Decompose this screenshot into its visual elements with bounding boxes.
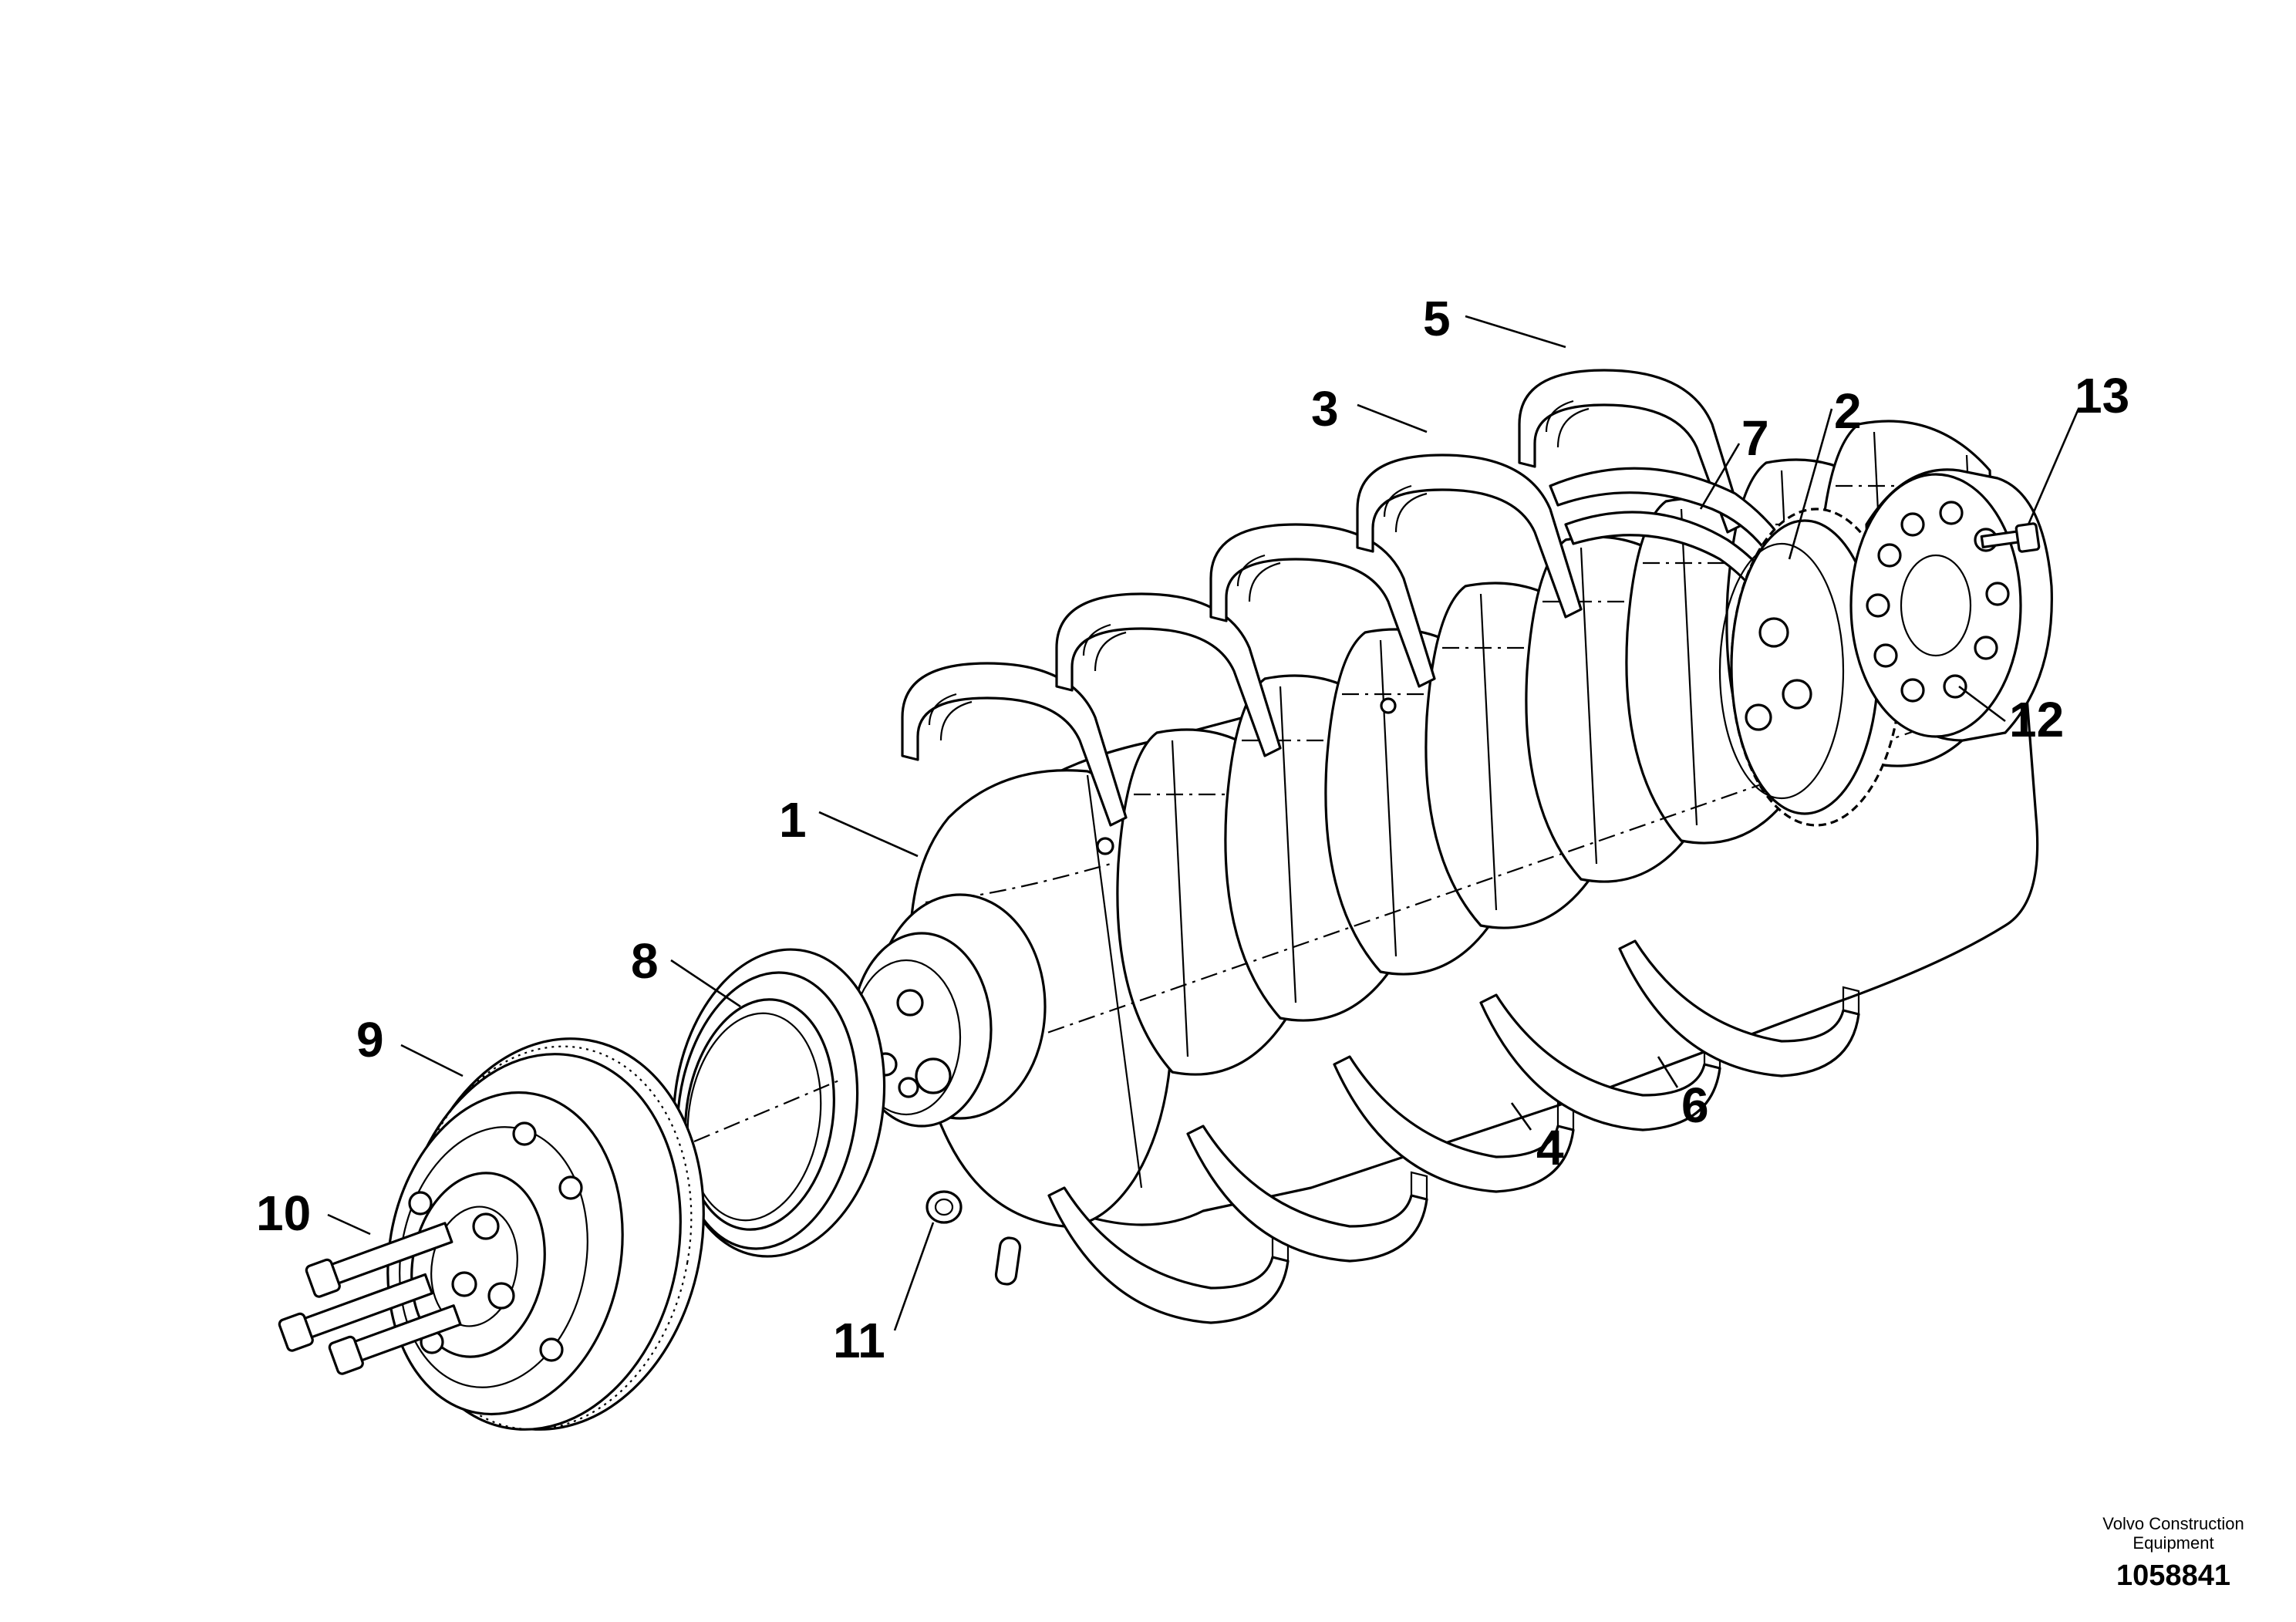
callout-leaders [327, 315, 2080, 1331]
callout-4: 4 [1536, 1120, 1564, 1175]
callout-2: 2 [1834, 383, 1862, 439]
callout-13: 13 [2075, 368, 2129, 423]
callout-3: 3 [1311, 381, 1339, 437]
brand-line-1: Volvo Construction [2102, 1514, 2244, 1533]
oil-plug [925, 1190, 963, 1224]
callout-7: 7 [1741, 410, 1769, 466]
drawing-number: 1058841 [2116, 1560, 2230, 1592]
callout-6: 6 [1681, 1077, 1709, 1133]
callout-11: 11 [833, 1313, 885, 1368]
callout-10: 10 [256, 1185, 311, 1241]
callout-numbers: 1 2 3 4 5 6 7 8 9 10 11 12 13 [256, 291, 2129, 1368]
callout-9: 9 [356, 1012, 384, 1067]
callout-12: 12 [2009, 692, 2064, 747]
brand-line-2: Equipment [2132, 1533, 2213, 1553]
front-seal [672, 948, 886, 1258]
crankshaft-pulley [386, 1037, 705, 1431]
credit-block: Volvo Construction Equipment 1058841 [2102, 1514, 2244, 1592]
callout-1: 1 [779, 792, 807, 848]
pulley-bolts [278, 1222, 462, 1375]
flange-bolt [1980, 522, 2041, 553]
callout-8: 8 [631, 933, 659, 989]
callout-5: 5 [1423, 291, 1451, 346]
